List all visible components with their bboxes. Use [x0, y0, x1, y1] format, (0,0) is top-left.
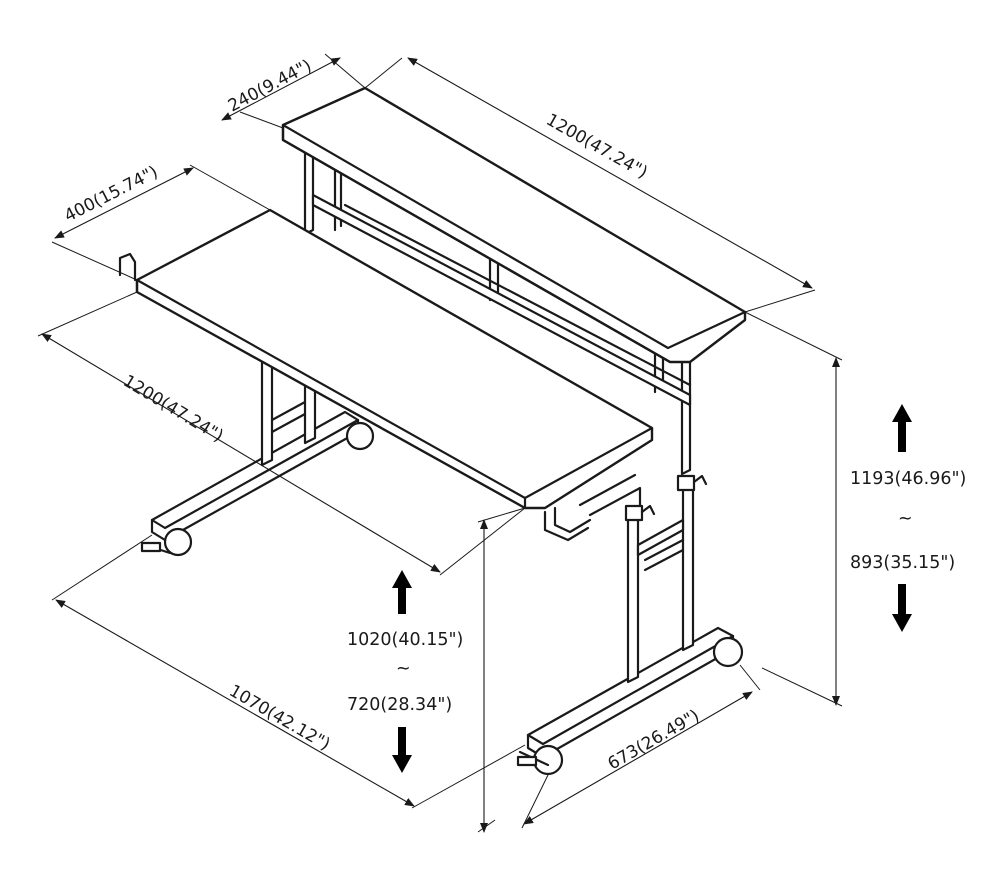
label-shelf-height-max: 1193(46.96"): [850, 469, 966, 489]
label-base-width: 1070(42.12"): [226, 681, 334, 755]
dimension-lines: [37, 53, 843, 833]
desk-height-down-arrow-icon: [392, 727, 412, 773]
label-base-depth: 673(26.49"): [605, 706, 704, 774]
shelf-height-up-arrow-icon: [892, 404, 912, 452]
label-desk-height-max: 1020(40.15"): [347, 630, 463, 650]
height-adjust-arrows: [392, 404, 912, 773]
desk-height-up-arrow-icon: [392, 570, 412, 614]
label-upper-shelf-depth: 240(9.44"): [225, 56, 315, 117]
label-upper-shelf-width: 1200(47.24"): [543, 110, 651, 183]
label-main-top-depth: 400(15.74"): [61, 162, 161, 226]
label-shelf-height-sep: ~: [898, 509, 913, 529]
label-desk-height-min: 720(28.34"): [347, 695, 452, 715]
shelf-height-down-arrow-icon: [892, 584, 912, 632]
label-desk-height-sep: ~: [396, 659, 411, 679]
label-main-top-width: 1200(47.24"): [119, 371, 226, 446]
label-shelf-height-min: 893(35.15"): [850, 553, 955, 573]
